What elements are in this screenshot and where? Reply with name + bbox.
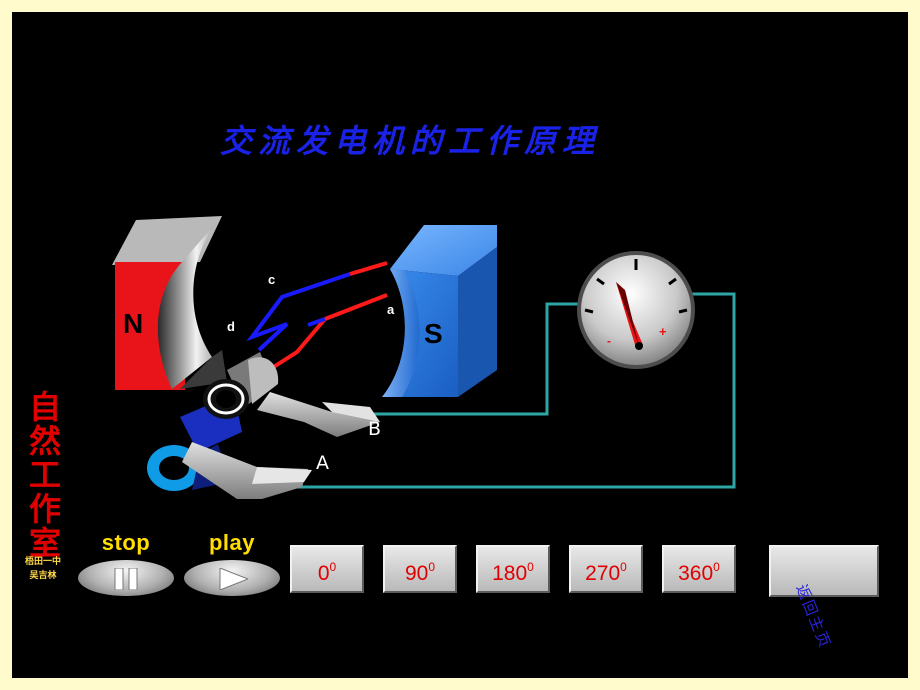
degree-mark: 0 <box>620 560 627 574</box>
coil-label-c: c <box>268 272 276 287</box>
meter-minus-label: - <box>607 334 611 348</box>
brand-char: 作 <box>28 490 61 528</box>
brand-char: 然 <box>28 422 61 460</box>
brush-label-a: A <box>316 452 329 474</box>
degree-mark: 0 <box>527 560 534 574</box>
north-label: N <box>123 308 144 339</box>
coil-wire-blue-short <box>307 317 326 327</box>
brush-label-b: B <box>368 418 382 440</box>
stop-label: stop <box>101 530 151 555</box>
angle-button-label: 900 <box>385 560 455 586</box>
circuit-wire-b <box>367 302 582 416</box>
play-label: play <box>208 530 256 555</box>
coil-label-a: a <box>387 302 395 317</box>
slip-rings <box>147 352 279 491</box>
angle-button-0[interactable]: 00 <box>290 545 364 593</box>
galvanometer <box>577 251 695 369</box>
coil-wire-blue <box>246 272 351 352</box>
angle-button-label: 00 <box>292 560 362 586</box>
coil-wire-red <box>349 261 388 276</box>
south-magnet <box>382 225 497 397</box>
angle-value: 270 <box>585 562 621 585</box>
pause-icon <box>114 568 138 590</box>
degree-mark: 0 <box>713 560 720 574</box>
angle-button-270[interactable]: 2700 <box>569 545 643 593</box>
degree-mark: 0 <box>329 560 337 574</box>
angle-button-90[interactable]: 900 <box>383 545 457 593</box>
animation-stage: 交流发电机的工作原理 <box>12 12 908 678</box>
coil-wire-blue-2 <box>324 293 388 321</box>
angle-button-label: 1800 <box>478 560 548 586</box>
coil-label-d: d <box>227 319 235 334</box>
brand-char: 室 <box>28 524 61 562</box>
meter-plus-label: + <box>659 324 667 339</box>
south-label: S <box>424 318 443 349</box>
credit-author: 吴吉林 <box>29 571 57 581</box>
credit-school: 梧田一中 <box>24 557 61 567</box>
brand-char: 工 <box>28 456 61 494</box>
page-title: 交流发电机的工作原理 <box>220 122 601 160</box>
angle-button-label: 2700 <box>571 560 641 586</box>
angle-value: 360 <box>678 562 714 585</box>
coil-wire-lower <box>270 317 327 370</box>
angle-value: 0 <box>317 562 330 585</box>
degree-mark: 0 <box>428 560 436 574</box>
play-button[interactable]: play <box>182 530 282 600</box>
stop-disc <box>78 560 174 596</box>
play-icon <box>219 568 248 590</box>
angle-value: 90 <box>404 562 429 585</box>
brand-title: 自 然 工 作 室 <box>20 390 70 560</box>
angle-button-360[interactable]: 3600 <box>662 545 736 593</box>
generator-diagram <box>112 216 736 499</box>
brush-b <box>257 392 380 437</box>
credit: 梧田一中 吴吉林 <box>12 555 74 583</box>
brand-char: 自 <box>28 388 61 426</box>
stop-button[interactable]: stop <box>76 530 176 600</box>
angle-button-label: 3600 <box>664 560 734 586</box>
north-magnet <box>112 216 227 390</box>
brush-a <box>182 442 312 499</box>
angle-value: 180 <box>492 562 528 585</box>
home-button[interactable]: 返回主页 <box>769 545 879 652</box>
angle-button-180[interactable]: 1800 <box>476 545 550 593</box>
circuit-wire-a <box>282 292 736 489</box>
